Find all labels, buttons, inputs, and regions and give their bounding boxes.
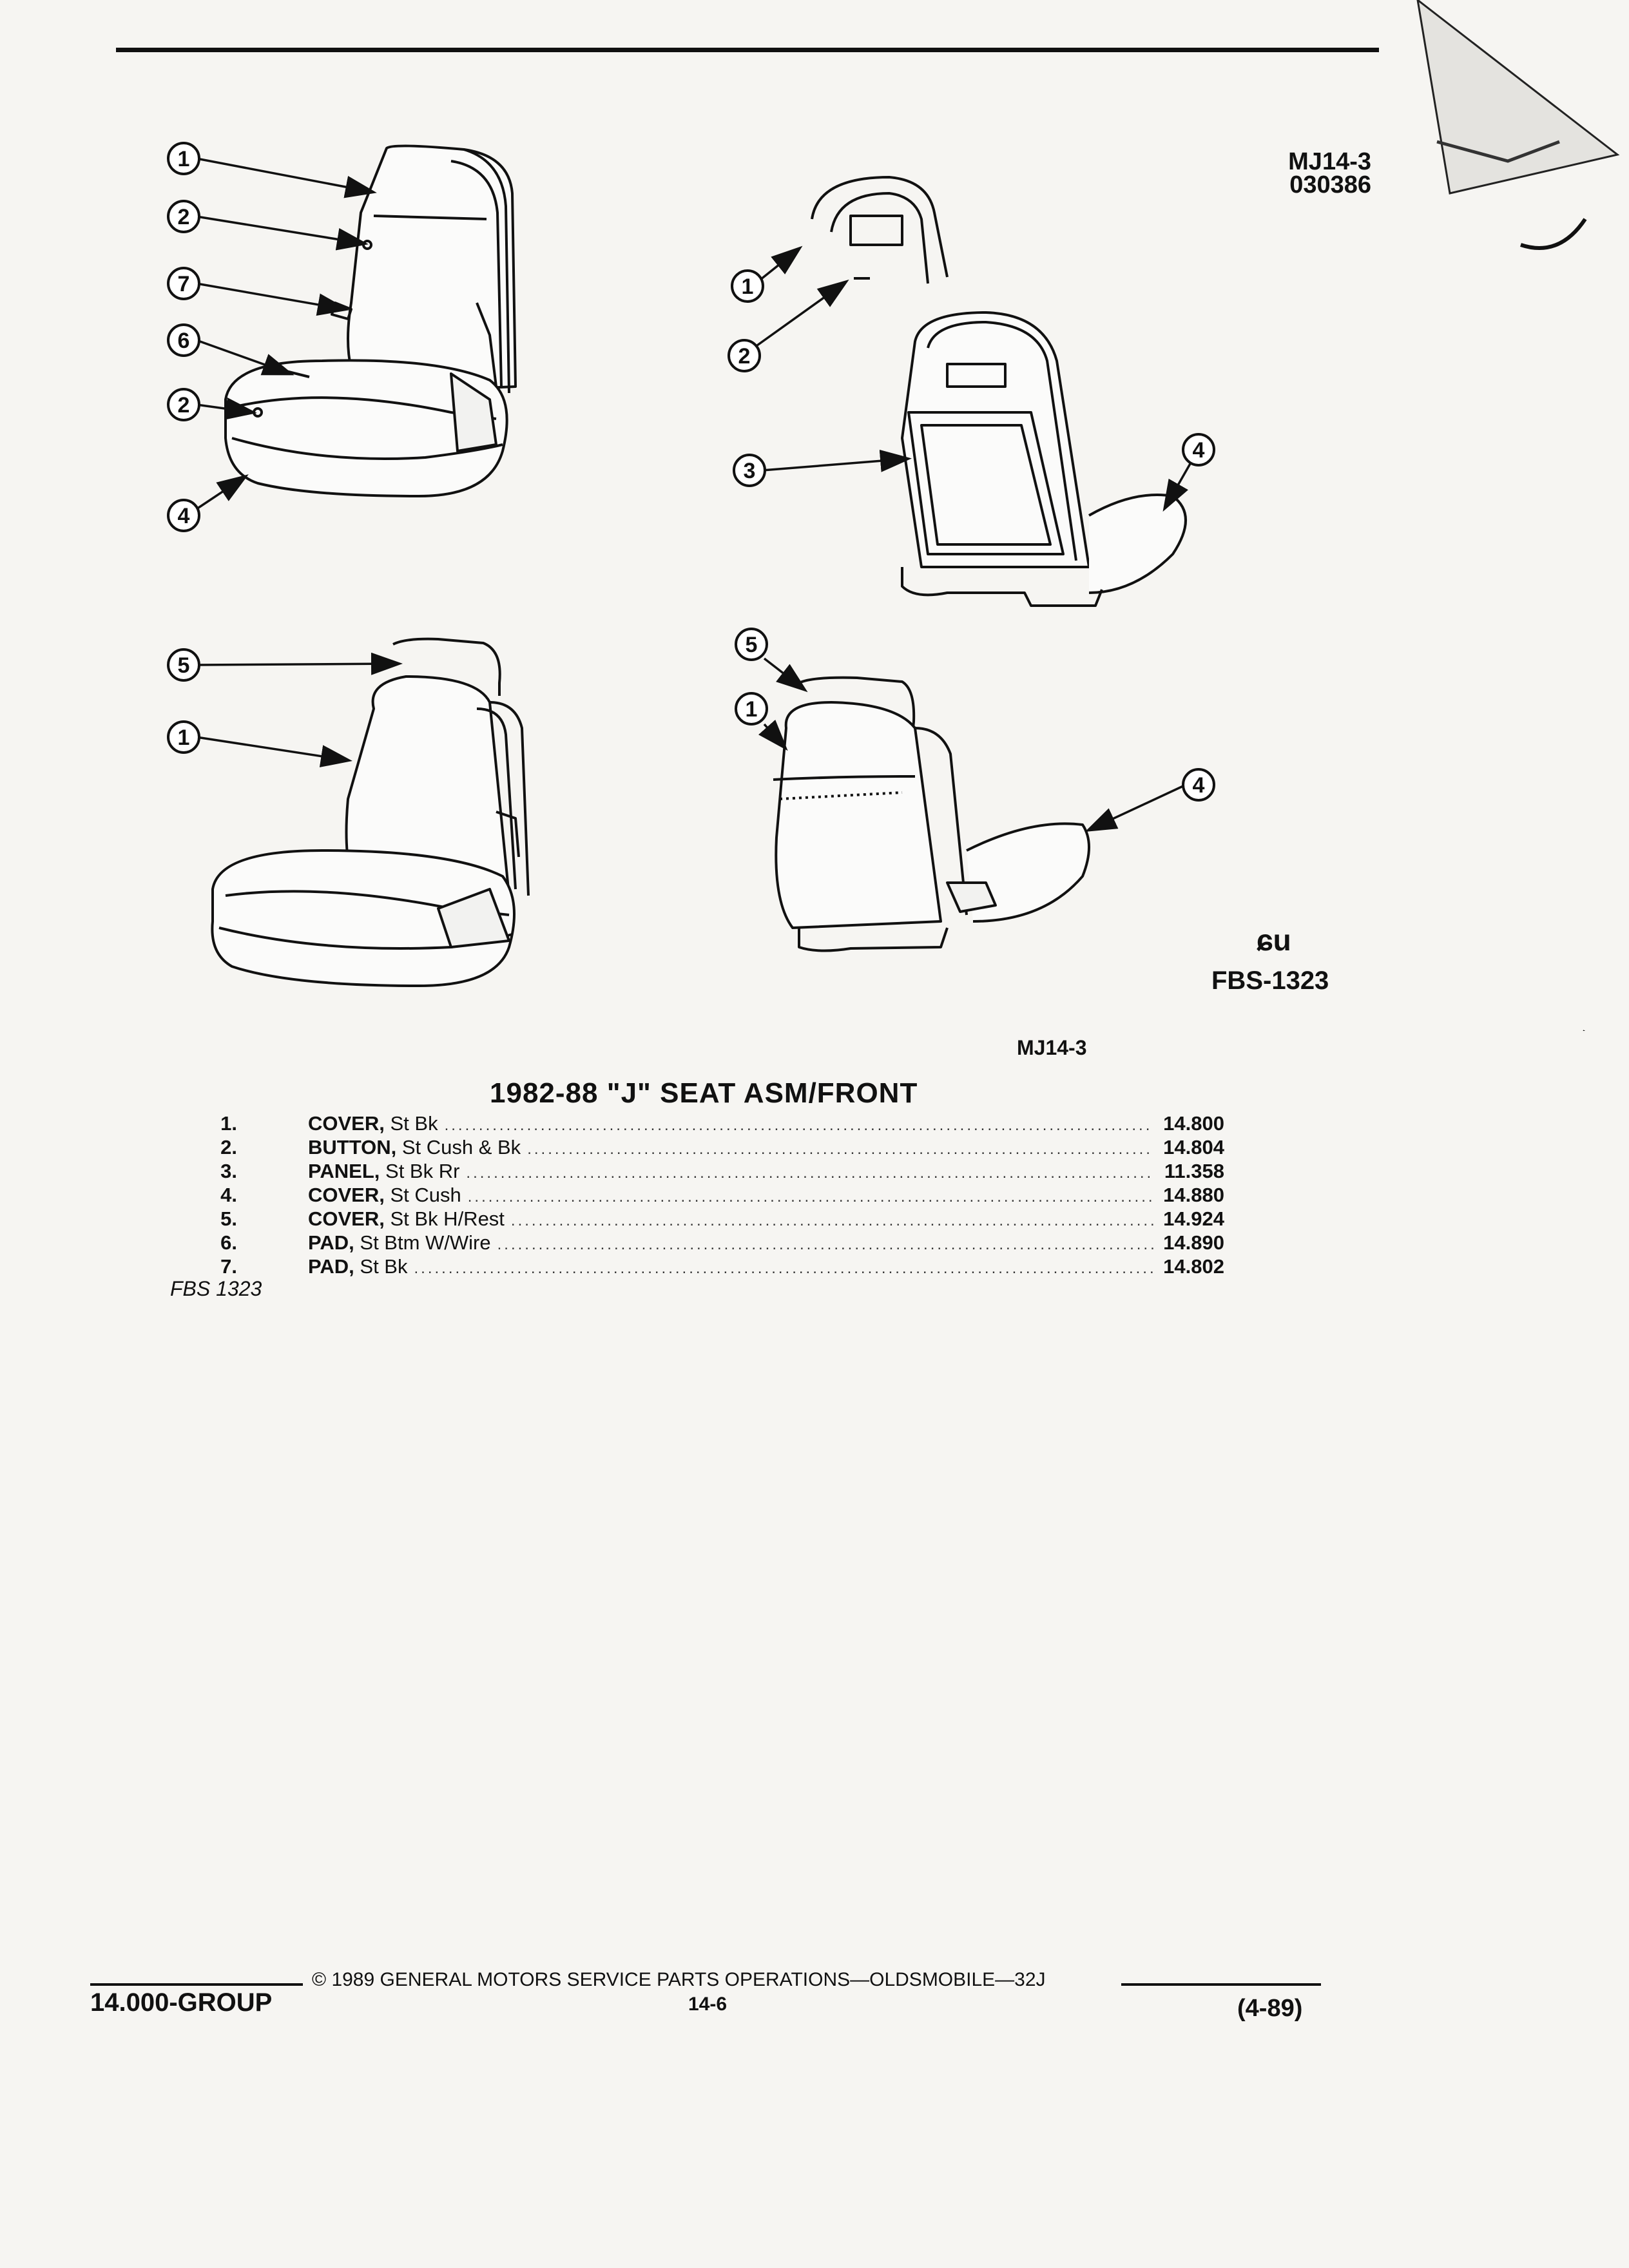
item-desc: St Bk H/Rest <box>390 1207 505 1230</box>
item-part-number: 14.880 <box>1163 1184 1224 1206</box>
item-part-number: 14.924 <box>1163 1207 1224 1230</box>
item-part-number: 14.804 <box>1163 1136 1224 1158</box>
callout-6: 6 <box>178 329 190 353</box>
callout-1b: 1 <box>742 274 754 299</box>
symbol-icon: ɕu <box>1257 923 1291 957</box>
item-name: PANEL, <box>308 1160 380 1182</box>
item-part-number: 14.890 <box>1163 1231 1224 1254</box>
callout-2a: 2 <box>178 205 190 229</box>
item-number: 2. <box>220 1136 237 1158</box>
seat-diagram-d <box>773 676 1090 952</box>
seat-diagram-b <box>811 176 1187 607</box>
list-item: 4. COVER, St Cush ......................… <box>174 1184 1224 1207</box>
item-number: 6. <box>220 1231 237 1254</box>
list-item: 5. COVER, St Bk H/Rest .................… <box>174 1207 1224 1231</box>
edge-marks <box>1520 218 1587 1031</box>
footer-page-number: 14-6 <box>688 1994 728 2015</box>
list-item: 1. COVER, St Bk ........................… <box>174 1112 1224 1136</box>
parts-list: 1. COVER, St Bk ........................… <box>174 1112 1224 1279</box>
top-rule <box>116 48 1379 52</box>
fbs-note: FBS 1323 <box>170 1277 262 1300</box>
item-part-number: 11.358 <box>1164 1160 1224 1182</box>
callout-1a: 1 <box>178 147 190 171</box>
list-item: 3. PANEL, St Bk Rr .....................… <box>174 1160 1224 1184</box>
item-desc: St Bk <box>390 1112 438 1135</box>
fbs-label: FBS-1323 <box>1211 966 1329 995</box>
item-name: COVER, <box>308 1207 385 1230</box>
item-number: 1. <box>220 1112 237 1135</box>
item-desc: St Bk Rr <box>385 1160 460 1182</box>
footer-copyright: © 1989 GENERAL MOTORS SERVICE PARTS OPER… <box>312 1969 1046 1990</box>
item-desc: St Cush & Bk <box>401 1136 521 1158</box>
ref-code: MJ14-3 <box>1288 148 1371 175</box>
callout-1c: 1 <box>178 726 190 750</box>
callout-2c: 2 <box>738 344 751 369</box>
callout-4a: 4 <box>178 504 190 528</box>
item-name: BUTTON, <box>308 1136 397 1158</box>
seat-illustration: 1 2 7 6 2 4 1 2 3 4 5 1 5 1 4 <box>167 142 1587 1031</box>
mj-label: MJ14-3 <box>1017 1036 1087 1059</box>
list-item: 7. PAD, St Bk ..........................… <box>174 1255 1224 1279</box>
callout-4b: 4 <box>1193 438 1205 463</box>
callout-7: 7 <box>178 272 190 296</box>
callout-5b: 5 <box>746 633 758 657</box>
item-number: 7. <box>220 1255 237 1278</box>
item-name: COVER, <box>308 1184 385 1206</box>
item-number: 3. <box>220 1160 237 1182</box>
item-number: 5. <box>220 1207 237 1230</box>
callout-1d: 1 <box>746 697 758 722</box>
item-desc: St Bk <box>360 1255 408 1278</box>
leader-dots: ........................................… <box>466 1164 1153 1182</box>
list-item: 6. PAD, St Btm W/Wire ..................… <box>174 1231 1224 1255</box>
leader-dots: ........................................… <box>527 1140 1153 1158</box>
seat-diagram-c <box>211 637 530 987</box>
callout-4c: 4 <box>1193 773 1205 798</box>
leader-dots: ........................................… <box>444 1117 1153 1134</box>
callout-3: 3 <box>744 459 756 483</box>
item-desc: St Cush <box>390 1184 461 1206</box>
leader-dots: ........................................… <box>510 1212 1153 1229</box>
callout-2b: 2 <box>178 393 190 418</box>
parts-list-title: 1982-88 "J" SEAT ASM/FRONT <box>490 1077 918 1109</box>
seat-diagram-a <box>224 144 517 497</box>
list-item: 2. BUTTON, St Cush & Bk ................… <box>174 1136 1224 1160</box>
footer-group: 14.000-GROUP <box>90 1988 273 2017</box>
leader-dots: ........................................… <box>497 1236 1153 1253</box>
footer-date: (4-89) <box>1237 1995 1303 2022</box>
page-fold-icon <box>1416 0 1620 195</box>
item-number: 4. <box>220 1184 237 1206</box>
item-name: PAD, <box>308 1231 354 1254</box>
item-name: PAD, <box>308 1255 354 1278</box>
item-part-number: 14.802 <box>1163 1255 1224 1278</box>
item-name: COVER, <box>308 1112 385 1135</box>
leader-dots: ........................................… <box>467 1188 1153 1206</box>
leader-dots: ........................................… <box>414 1260 1153 1277</box>
ref-number: 030386 <box>1289 171 1371 198</box>
footer-rule-left <box>90 1983 303 1986</box>
footer-rule-right <box>1121 1983 1321 1986</box>
callout-5a: 5 <box>178 653 190 678</box>
item-desc: St Btm W/Wire <box>360 1231 491 1254</box>
item-part-number: 14.800 <box>1163 1112 1224 1135</box>
